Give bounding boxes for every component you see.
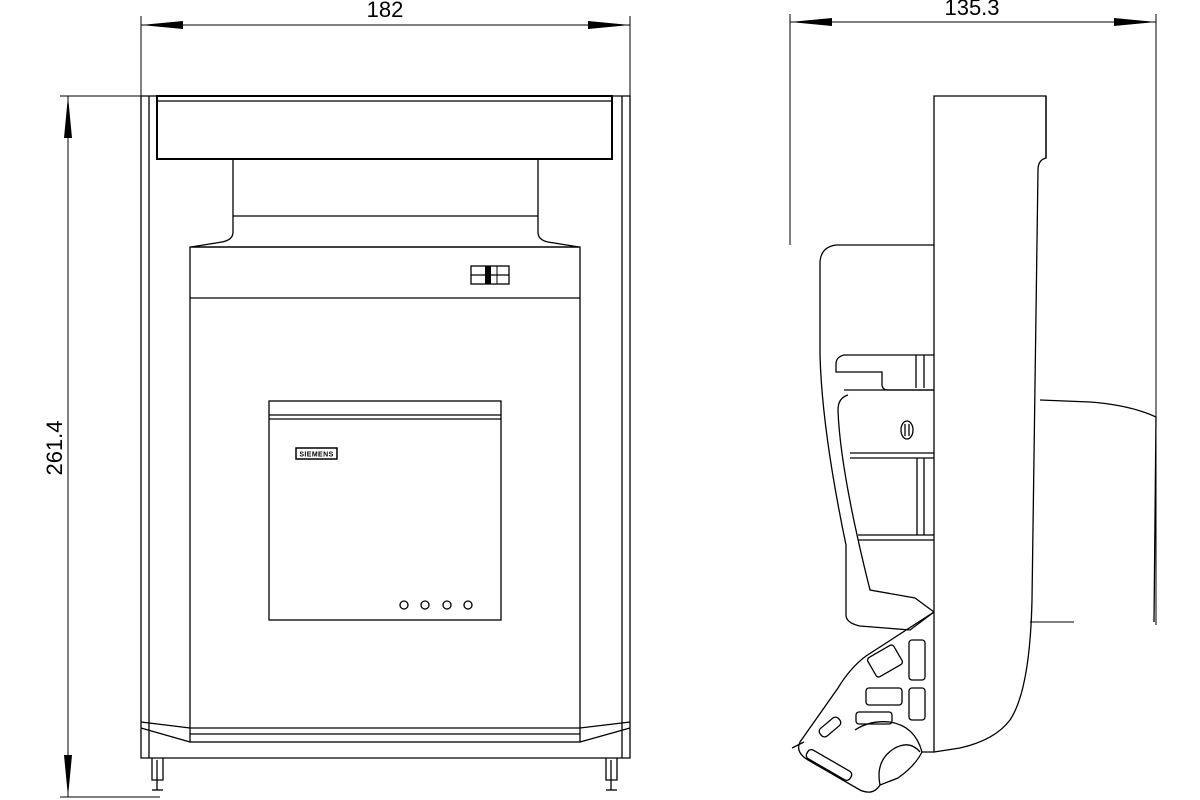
bracket-arc [854,721,923,753]
led-icon [463,600,473,610]
mounting-bracket [797,611,935,793]
arrow-bottom [64,755,72,797]
led-icon [442,600,452,610]
left-foot [151,758,164,791]
led-icon [399,600,409,610]
width-dimension: 182 [140,0,631,100]
bracket-curve [878,744,921,786]
connector-symbol-icon [470,265,510,285]
arrow-left [141,21,183,29]
depth-label: 135.3 [944,0,999,20]
side-door-panel [933,95,1047,753]
height-label: 261.4 [42,420,67,475]
arrow-right [588,21,630,29]
side-housing [819,244,935,631]
side-latch [835,354,934,391]
side-inner-curve [837,394,935,613]
brand-logo: SIEMENS [295,447,338,460]
top-cap [156,95,613,160]
screw-icon [900,420,914,440]
height-dimension: 261.4 [42,95,160,798]
side-grid [844,355,934,541]
led-icon [420,600,430,610]
bottom-left-chamfer [140,721,191,743]
side-view: 135.3 [789,0,1157,793]
arrow-right [1114,18,1156,26]
bracket-slots [791,639,926,782]
main-panel [189,246,581,743]
logo-text: SIEMENS [299,452,333,459]
indicator-leds [399,600,473,610]
right-foot [605,758,618,791]
depth-dimension: 135.3 [789,0,1157,625]
bottom-right-chamfer [579,721,631,743]
front-view: 182 261.4 [42,0,631,798]
side-rear-bulge [1039,399,1157,623]
arrow-top [64,96,72,138]
neck [190,159,580,248]
width-label: 182 [367,0,404,22]
arrow-left [790,18,832,26]
inner-device [268,400,502,621]
front-outer-frame [140,95,631,759]
